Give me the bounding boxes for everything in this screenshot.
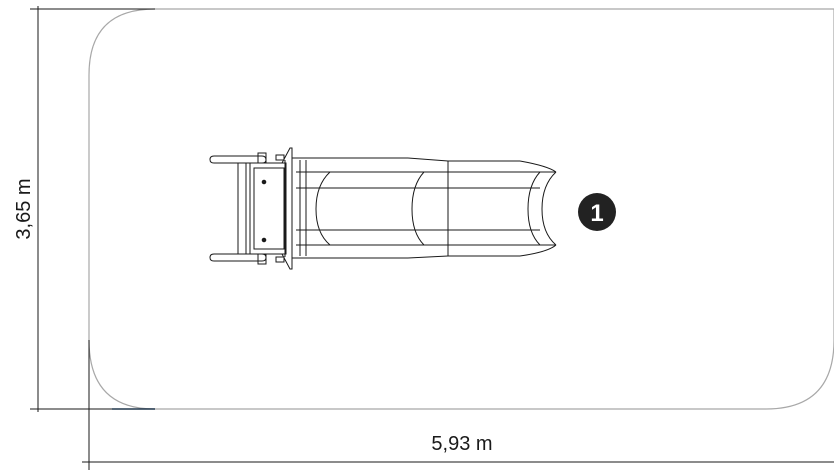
width-dimension-label: 5,93 m: [431, 433, 492, 455]
safety-area-outline: [88, 8, 834, 410]
slide-equipment: [209, 147, 557, 270]
height-dimension-label: 3,65 m: [13, 178, 35, 239]
width-dimension: [82, 340, 834, 470]
platform: [249, 147, 293, 270]
handrails: [209, 155, 267, 262]
item-marker-label: 1: [590, 200, 603, 227]
height-dimension: [30, 6, 155, 412]
slide-chute: [292, 157, 557, 259]
item-marker-1: 1: [578, 193, 616, 231]
item-marker-badge: [578, 193, 616, 231]
